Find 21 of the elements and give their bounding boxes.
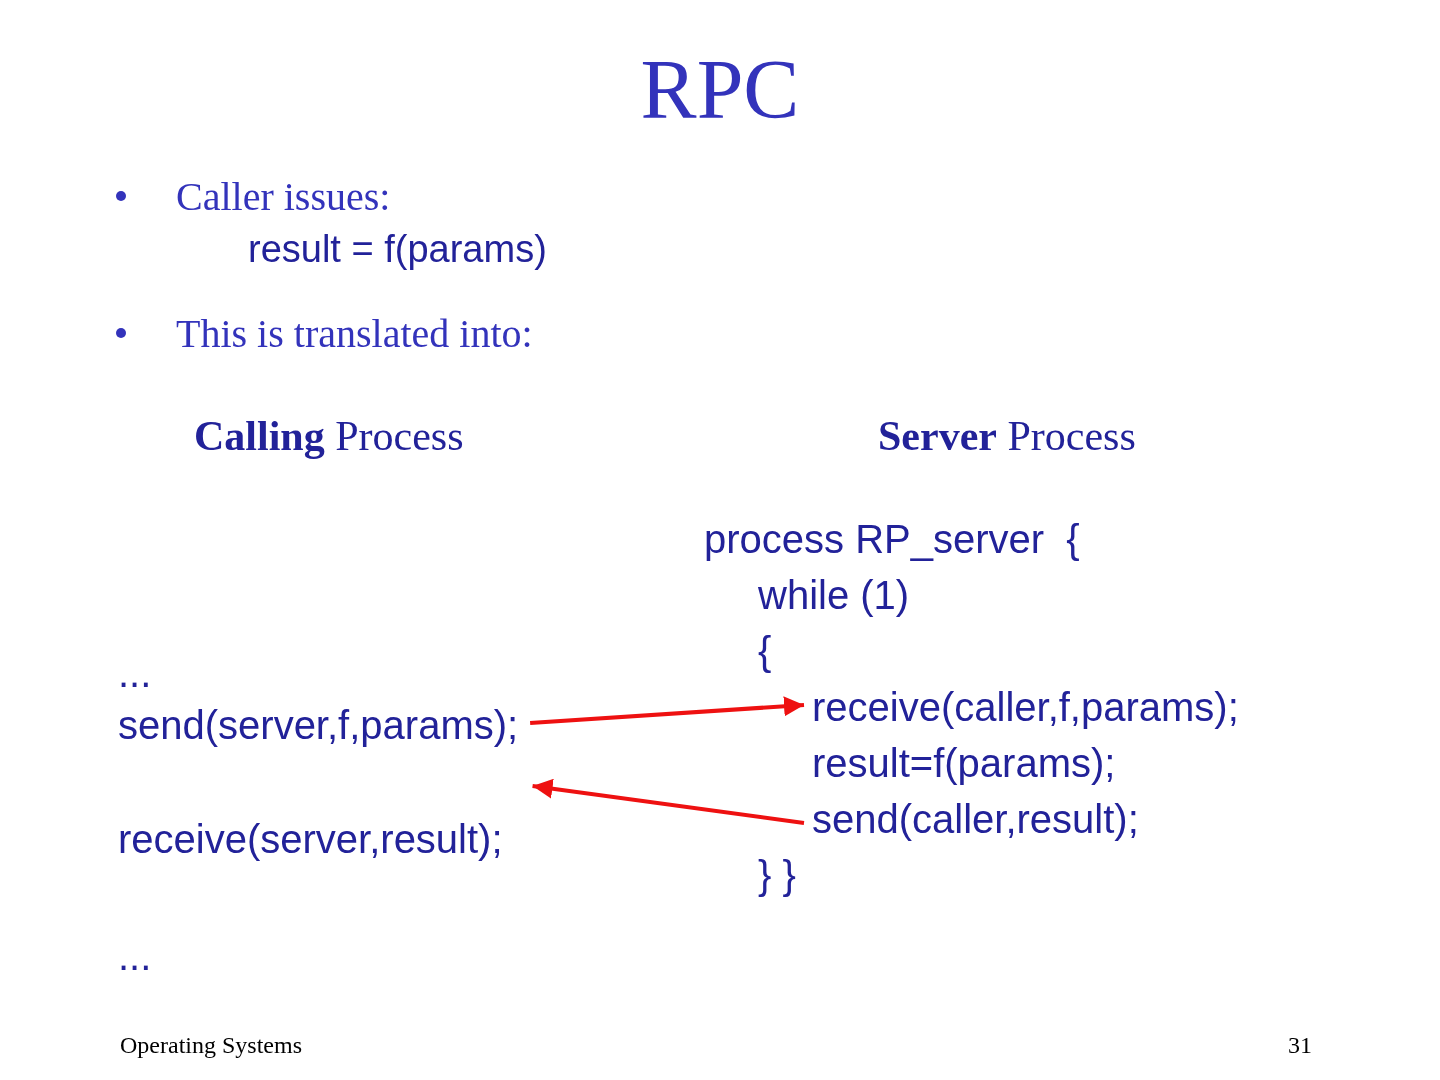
arrow	[530, 696, 805, 725]
footer-text: Operating Systems	[120, 1032, 302, 1060]
column-heading: Calling Process	[194, 412, 464, 461]
code-line: } }	[758, 852, 796, 898]
code-line: process RP_server {	[704, 516, 1080, 562]
arrow	[532, 778, 805, 825]
code-line: ...	[118, 933, 152, 979]
slide-title: RPC	[639, 42, 801, 138]
code-line: result=f(params);	[812, 740, 1116, 786]
code-line: result = f(params)	[248, 228, 547, 272]
bullet-text: Caller issues:	[176, 174, 391, 220]
code-line: receive(server,result);	[118, 816, 503, 862]
column-heading: Server Process	[878, 412, 1136, 461]
page-number: 31	[1288, 1032, 1312, 1060]
code-line: send(server,f,params);	[118, 702, 519, 748]
code-line: while (1)	[758, 572, 910, 618]
code-line: {	[758, 628, 772, 674]
code-line: ...	[118, 650, 152, 696]
code-line: send(caller,result);	[812, 796, 1139, 842]
bullet-text: This is translated into:	[176, 311, 533, 357]
code-line: receive(caller,f,params);	[812, 684, 1239, 730]
